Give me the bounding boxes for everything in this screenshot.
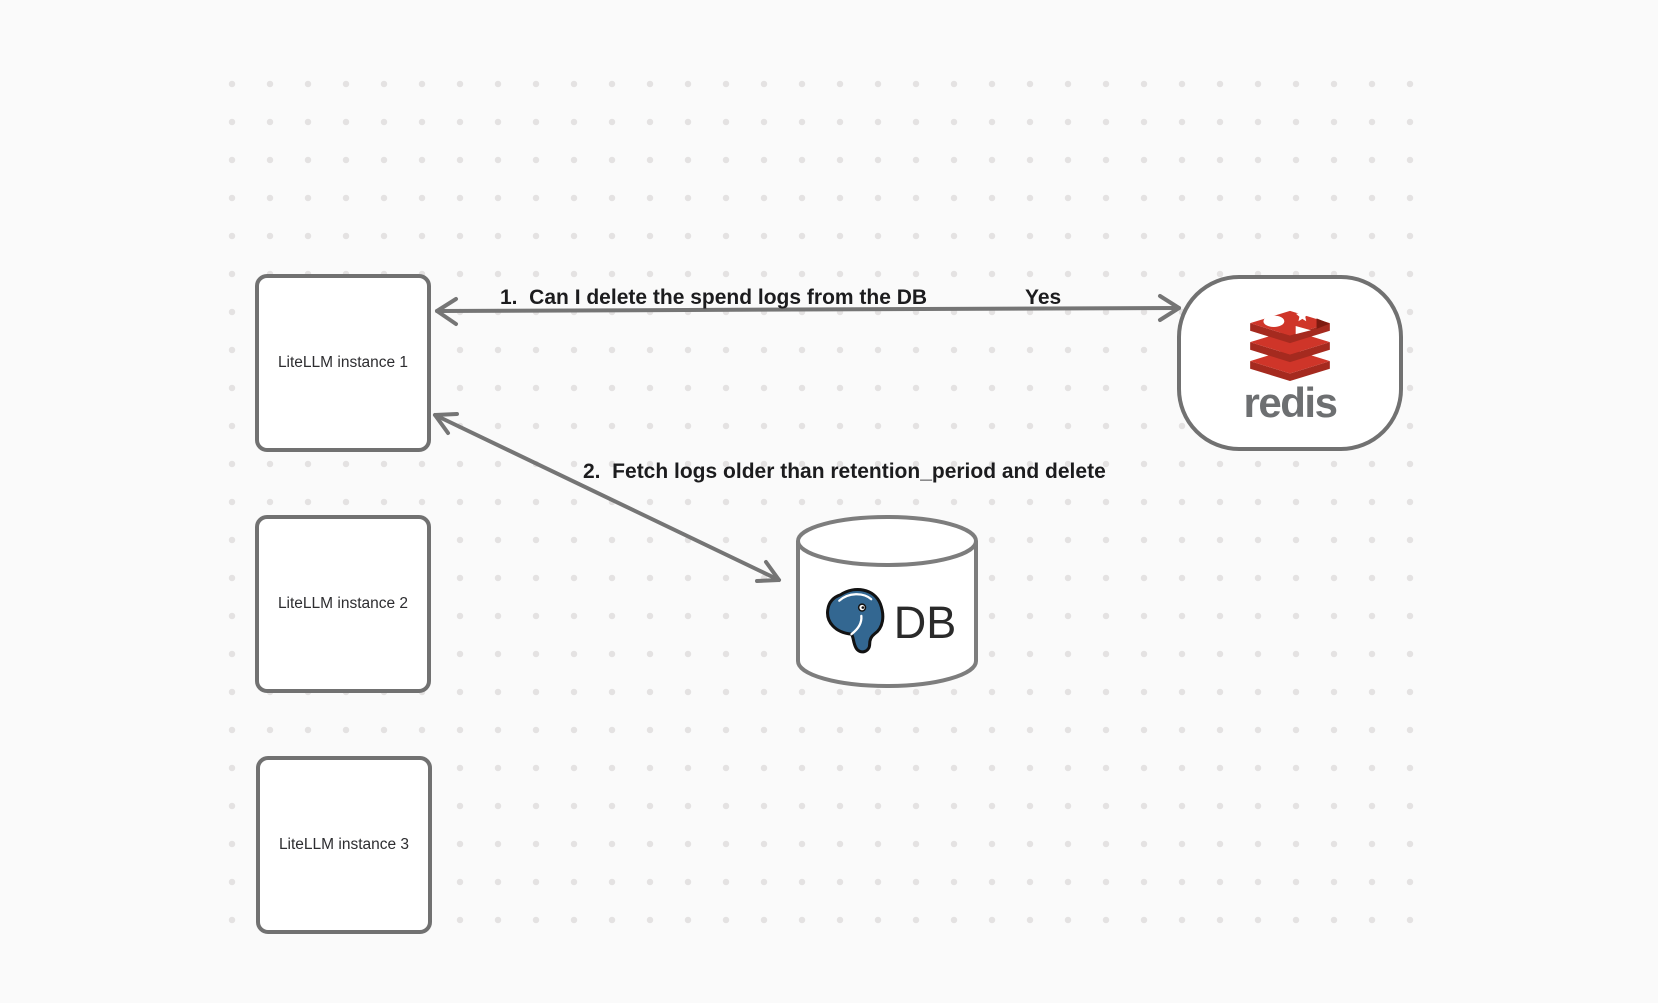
node-litellm-instance-3[interactable]: LiteLLM instance 3 [256, 756, 432, 934]
redis-stack-icon [1250, 308, 1330, 382]
redis-wordmark: redis [1243, 379, 1338, 426]
edge-1-response-label[interactable]: Yes [1025, 286, 1062, 309]
litellm-instance-3-label: LiteLLM instance 3 [278, 835, 410, 853]
edge-1-label[interactable]: 1. Can I delete the spend logs from the … [500, 286, 928, 309]
litellm-instance-2-label: LiteLLM instance 2 [277, 594, 409, 612]
node-redis[interactable]: redis [1177, 275, 1403, 451]
edge-2-label[interactable]: 2. Fetch logs older than retention_perio… [583, 460, 1106, 483]
node-database-cylinder[interactable] [795, 514, 979, 692]
node-litellm-instance-1[interactable]: LiteLLM instance 1 [255, 274, 431, 452]
node-litellm-instance-2[interactable]: LiteLLM instance 2 [255, 515, 431, 693]
litellm-instance-1-label: LiteLLM instance 1 [277, 353, 409, 371]
